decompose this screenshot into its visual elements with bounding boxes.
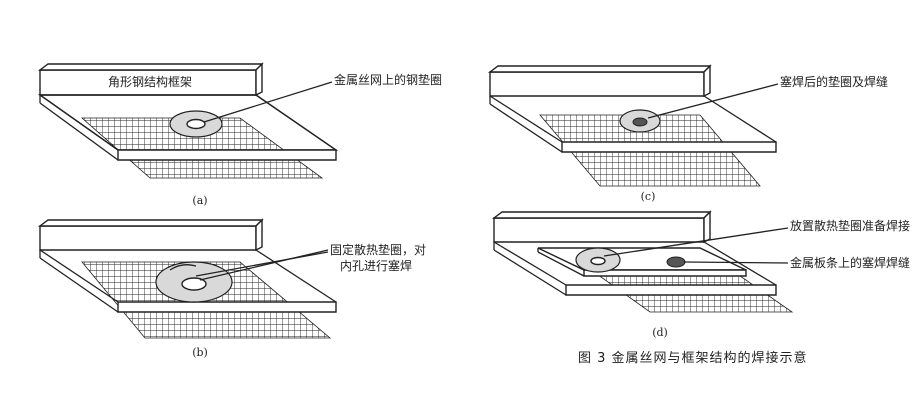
caption-c: (c) (641, 190, 656, 203)
angle-frame (493, 217, 705, 243)
callout-plug-weld-on-strip: 金属板条上的塞焊焊缝 (790, 255, 910, 270)
metal-strip (537, 247, 747, 271)
angle-frame (489, 71, 705, 97)
callout-after-plug-weld: 塞焊后的垫圈及焊缝 (780, 74, 888, 89)
plug-weld-seam (666, 256, 686, 268)
caption-b: (b) (192, 346, 208, 359)
panel-b: 固定散热垫圈，对 内孔进行塞焊 (b) (37, 218, 426, 359)
panel-d: 放置散热垫圈准备焊接 金属板条上的塞焊焊缝 (d) (491, 210, 910, 339)
callout-place-washer: 放置散热垫圈准备焊接 (790, 218, 910, 233)
angle-frame (39, 225, 257, 251)
callout-fix-washer-line2: 内孔进行塞焊 (340, 258, 412, 273)
callout-fix-washer-line1: 固定散热垫圈，对 (330, 242, 426, 257)
figure-title: 图 3 金属丝网与框架结构的焊接示意 (578, 350, 808, 366)
panel-c: 塞焊后的垫圈及焊缝 (c) (487, 64, 888, 203)
caption-a: (a) (192, 194, 207, 207)
frame-label: 角形钢结构框架 (108, 74, 192, 89)
panel-a: 角形钢结构框架 金属丝网上的钢垫圈 (a) (37, 62, 442, 207)
caption-d: (d) (652, 326, 668, 339)
callout-washer-on-mesh: 金属丝网上的钢垫圈 (334, 72, 442, 87)
